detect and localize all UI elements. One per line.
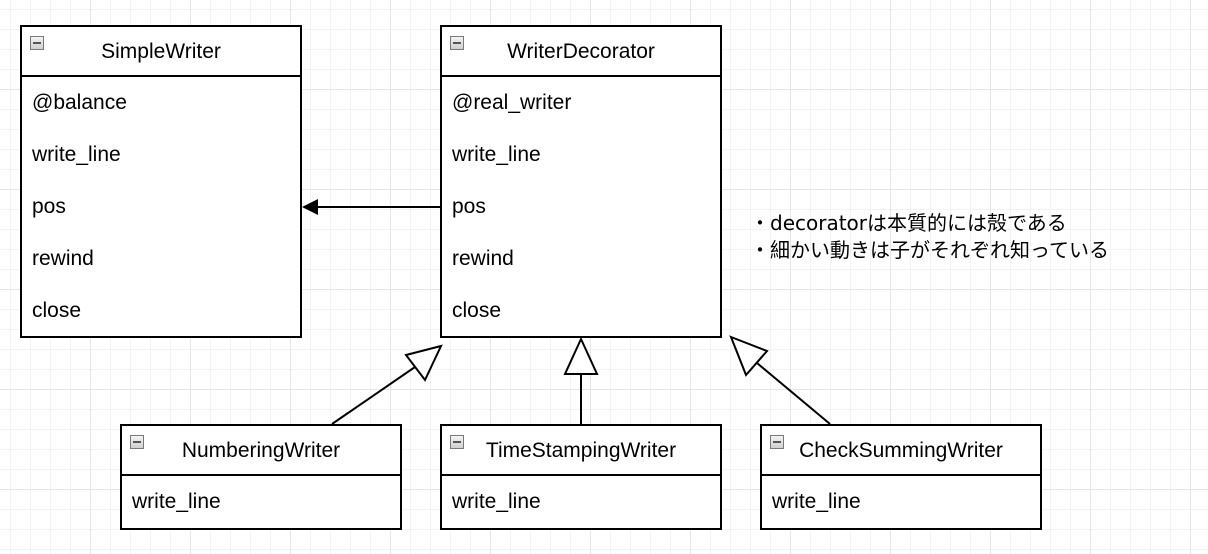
class-simple-writer[interactable]: SimpleWriter @balance write_line pos rew… <box>20 25 302 338</box>
class-header: SimpleWriter <box>22 27 300 77</box>
collapse-minus-icon[interactable] <box>450 435 464 449</box>
class-header: CheckSummingWriter <box>762 426 1040 476</box>
note-line: ・細かい動きは子がそれぞれ知っている <box>750 238 1109 262</box>
class-header: WriterDecorator <box>442 27 720 77</box>
class-member: close <box>452 299 502 322</box>
class-check-summing-writer[interactable]: CheckSummingWriter write_line <box>760 424 1042 530</box>
annotation-note[interactable]: ・decoratorは本質的には殻である ・細かい動きは子がそれぞれ知っている <box>750 210 1109 264</box>
collapse-minus-icon[interactable] <box>30 36 44 50</box>
class-member: close <box>32 299 82 322</box>
class-member: @balance <box>32 91 127 114</box>
class-member: rewind <box>452 247 514 270</box>
collapse-minus-icon[interactable] <box>770 435 784 449</box>
class-time-stamping-writer[interactable]: TimeStampingWriter write_line <box>440 424 722 530</box>
class-member: @real_writer <box>452 91 572 114</box>
class-title: WriterDecorator <box>507 40 655 63</box>
association-arrowhead <box>302 199 318 215</box>
collapse-minus-icon[interactable] <box>130 435 144 449</box>
class-header: NumberingWriter <box>122 426 400 476</box>
class-title: SimpleWriter <box>101 40 221 63</box>
inheritance-triangle-timestamping <box>563 336 599 375</box>
class-member: pos <box>32 195 66 218</box>
class-member: write_line <box>452 490 541 513</box>
class-header: TimeStampingWriter <box>442 426 720 476</box>
class-member: write_line <box>132 490 221 513</box>
note-line: ・decoratorは本質的には殻である <box>750 211 1067 235</box>
inheritance-triangle-numbering <box>404 344 443 382</box>
class-member: rewind <box>32 247 94 270</box>
collapse-minus-icon[interactable] <box>450 36 464 50</box>
class-writer-decorator[interactable]: WriterDecorator @real_writer write_line … <box>440 25 722 338</box>
class-member: pos <box>452 195 486 218</box>
class-member: write_line <box>32 143 121 166</box>
inheritance-triangle-checksumming <box>729 335 769 377</box>
inheritance-line-checksumming <box>756 362 831 425</box>
class-title: CheckSummingWriter <box>799 439 1003 462</box>
class-title: TimeStampingWriter <box>485 439 677 462</box>
class-member: write_line <box>772 490 861 513</box>
class-title: NumberingWriter <box>181 439 341 462</box>
class-numbering-writer[interactable]: NumberingWriter write_line <box>120 424 402 530</box>
class-member: write_line <box>452 143 541 166</box>
inheritance-line-numbering <box>331 366 416 425</box>
